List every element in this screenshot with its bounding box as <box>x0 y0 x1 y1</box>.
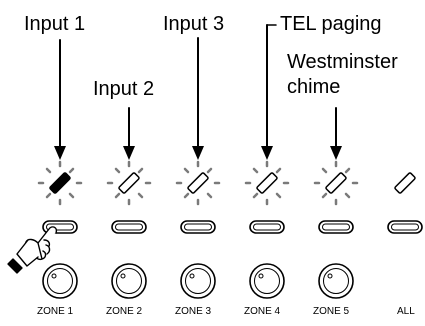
label-input-1: Input 1 <box>24 13 86 35</box>
blink-rays <box>313 160 359 206</box>
volume-knob[interactable] <box>42 263 78 299</box>
zone-label: ZONE 3 <box>175 306 212 317</box>
volume-knob[interactable] <box>111 263 147 299</box>
label-tel-paging: TEL paging <box>280 13 382 35</box>
label-westminster: Westminster <box>287 51 398 73</box>
all-select-button[interactable] <box>387 220 423 234</box>
label-chime: chime <box>287 76 341 98</box>
volume-knob[interactable] <box>249 263 285 299</box>
zone-3-select-button[interactable] <box>180 220 216 234</box>
label-input-2: Input 2 <box>93 78 155 100</box>
zone-label: ALL <box>397 306 415 317</box>
zone-label: ZONE 4 <box>244 306 281 317</box>
arrow-westminster-chime <box>330 107 342 160</box>
zone-4-select-button[interactable] <box>249 220 285 234</box>
arrow-input-1 <box>54 39 66 160</box>
indicator-led-icon <box>256 172 278 194</box>
zone-label: ZONE 2 <box>106 306 143 317</box>
arrow-tel-paging <box>261 24 277 160</box>
indicator-led-icon <box>49 172 71 194</box>
zone-5-select-button[interactable] <box>318 220 354 234</box>
volume-knob[interactable] <box>180 263 216 299</box>
blink-rays <box>37 160 83 206</box>
indicator-led-icon <box>394 172 416 194</box>
volume-knob[interactable] <box>318 263 354 299</box>
blink-rays <box>106 160 152 206</box>
label-input-3: Input 3 <box>163 13 225 35</box>
blink-rays <box>175 160 221 206</box>
indicator-led-icon <box>187 172 209 194</box>
arrow-input-3 <box>192 37 204 160</box>
zone-1-select-button[interactable] <box>42 220 78 234</box>
arrow-input-2 <box>123 107 135 160</box>
indicator-led-icon <box>325 172 347 194</box>
indicator-led-icon <box>118 172 140 194</box>
zone-2-select-button[interactable] <box>111 220 147 234</box>
zone-label: ZONE 1 <box>37 306 74 317</box>
zone-label: ZONE 5 <box>313 306 350 317</box>
pointing-hand-icon <box>7 226 58 274</box>
blink-rays <box>244 160 290 206</box>
